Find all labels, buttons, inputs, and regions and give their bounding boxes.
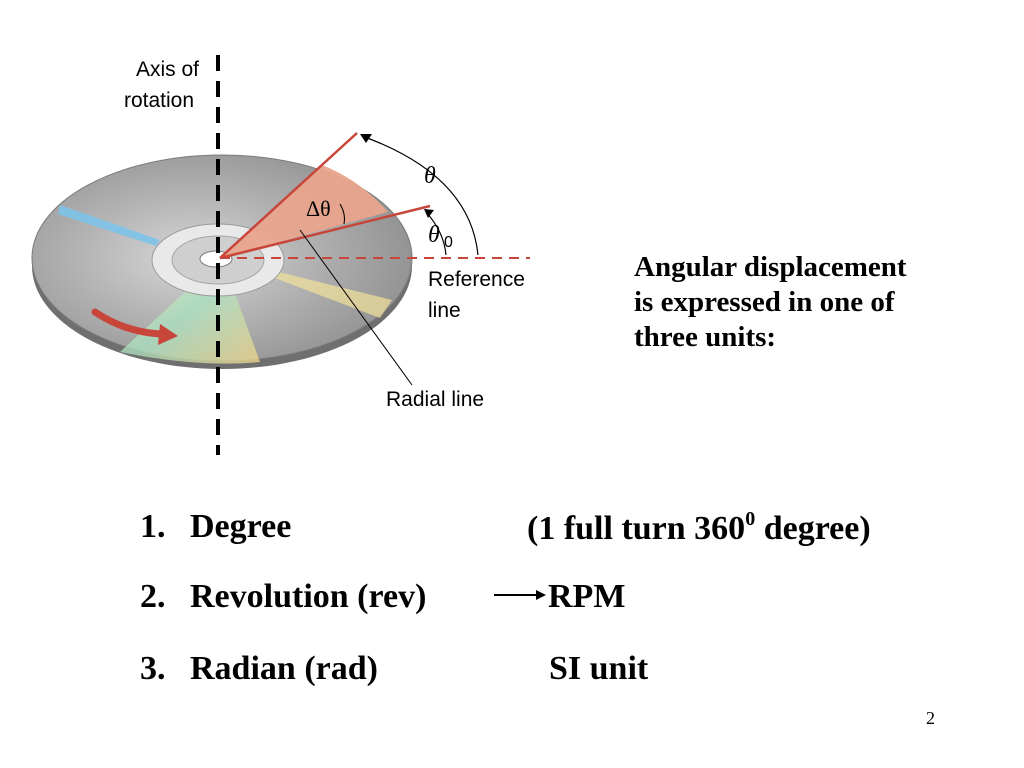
unit-item-revolution: 2. Revolution (rev) [140,578,426,616]
theta-zero-subscript: 0 [444,234,453,251]
unit-item-radian: 3. Radian (rad) [140,650,378,688]
unit-name: Radian (rad) [190,650,378,687]
radial-line-label: Radial line [386,388,484,411]
si-unit-note: SI unit [549,650,649,687]
theta-arrowhead [360,134,372,143]
cd-rotation-diagram: Axis of rotation θ Δθ θ 0 Reference line… [31,55,530,455]
unit-note-radian: SI unit [549,650,648,688]
intro-text: Angular displacement is expressed in one… [634,250,994,355]
reference-label-line1: Reference [428,268,525,291]
initial-radial-line [219,204,431,260]
intro-line-2: is expressed in one of [634,286,895,318]
unit-name: Revolution (rev) [190,578,427,615]
delta-theta-label: Δθ [306,196,331,221]
unit-name: Degree [190,508,292,545]
final-radial-line [219,132,358,259]
page-number: 2 [926,708,935,728]
delta-theta-sector [220,165,388,258]
theta-arc [361,135,479,256]
disc-blue-stripe [58,205,160,246]
axis-label-line2: rotation [124,89,194,112]
intro-line-1: Angular displacement [634,251,907,283]
theta-zero-label: θ [428,222,440,248]
theta-zero-arrowhead [424,209,434,218]
intro-line-3: three units: [634,321,777,353]
theta-label: θ [424,163,436,189]
rpm-note: RPM [548,578,626,615]
rotation-direction-arrow [91,308,164,338]
unit-number: 2. [140,578,166,615]
delta-theta-arc [339,203,345,225]
axis-label-line1: Axis of [136,58,199,81]
radial-line-leader [299,229,413,386]
unit-note-revolution: RPM [548,578,625,616]
degree-note-prefix: (1 full turn 360 [527,510,746,547]
unit-number: 1. [140,508,166,545]
unit-item-degree: 1. Degree [140,508,291,546]
reference-label-line2: line [428,299,461,322]
rpm-arrow-icon [494,590,546,600]
degree-note-suffix: degree) [755,510,871,547]
degree-note-sup: 0 [745,508,756,530]
rotation-arrowhead-icon [158,324,178,345]
unit-number: 3. [140,650,166,687]
unit-note-degree: (1 full turn 3600 degree) [527,508,871,548]
